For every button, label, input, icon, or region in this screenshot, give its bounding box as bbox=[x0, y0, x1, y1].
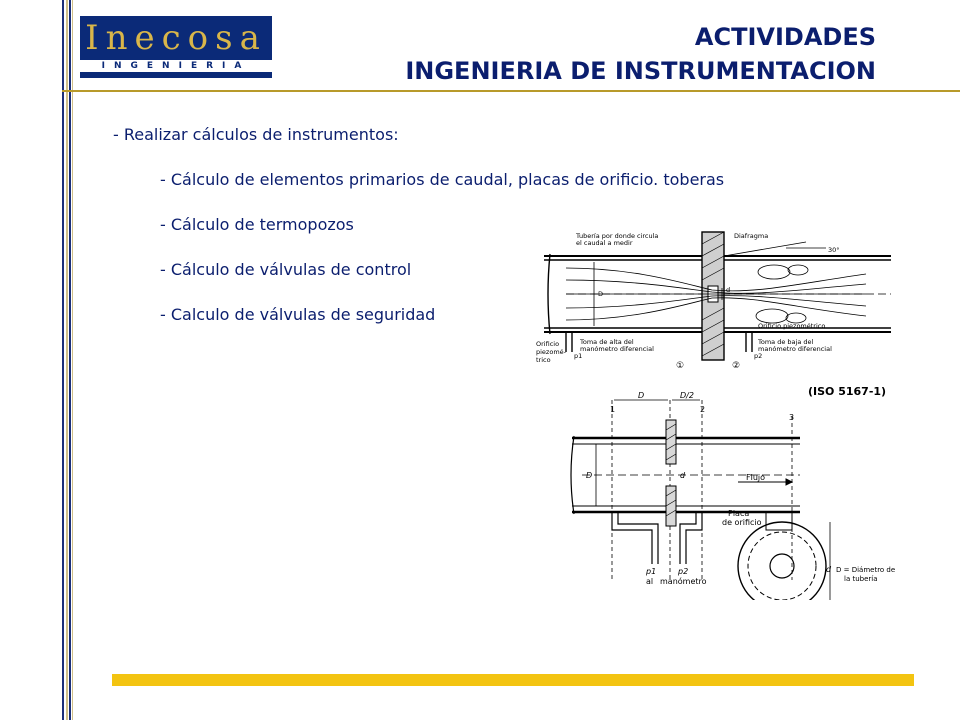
fig1-label-p1: p1 bbox=[574, 352, 582, 360]
sub-item-flow-elements: - Cálculo de elementos primarios de caud… bbox=[160, 170, 725, 189]
fig2-label-placa-2: de orificio bbox=[722, 518, 762, 527]
fig2-label-manometro: manómetro bbox=[660, 576, 707, 586]
fig1-label-left-3: trico bbox=[536, 356, 551, 364]
fig2-label-D2: D/2 bbox=[680, 391, 694, 400]
fig1-label-pipe-2: el caudal a medir bbox=[576, 239, 633, 247]
fig1-label-d: d bbox=[726, 286, 730, 294]
logo-subtitle-band: INGENIERIA bbox=[80, 60, 272, 72]
fig2-label-3: 3 bbox=[789, 413, 794, 422]
fig2-label-diam-1: D = Diámetro de bbox=[836, 566, 895, 574]
fig2-label-placa-1: Placa bbox=[728, 509, 749, 518]
fig2-label-p1: p1 bbox=[645, 567, 656, 576]
fig2-label-D: D bbox=[638, 391, 644, 400]
fig2-label-diam-2: la tubería bbox=[844, 575, 878, 583]
fig1-label-2: ② bbox=[732, 361, 740, 371]
fig2-label-dd: d bbox=[826, 565, 832, 574]
fig2-label-D-pipe: D bbox=[586, 471, 592, 480]
left-stripe-2 bbox=[66, 0, 68, 720]
fig1-label-baja-2: manómetro diferencial bbox=[758, 345, 832, 353]
header-divider bbox=[62, 90, 960, 92]
fig1-label-piezo: Orificio piezométrico bbox=[758, 322, 825, 330]
fig1-label-left-2: piezomé- bbox=[536, 348, 567, 356]
footer-accent-bar bbox=[112, 674, 914, 686]
fig2-label-flujo: Flujo bbox=[746, 473, 765, 482]
logo-name: Inecosa bbox=[85, 18, 267, 58]
fig1-label-1: ① bbox=[676, 361, 684, 371]
logo-subtitle: INGENIERIA bbox=[101, 61, 251, 71]
left-stripe-3 bbox=[69, 0, 71, 720]
inecosa-logo: Inecosa INGENIERIA bbox=[80, 16, 272, 78]
page-title-line2: INGENIERIA DE INSTRUMENTACION bbox=[405, 57, 876, 85]
sub-item-control-valves: - Cálculo de válvulas de control bbox=[160, 260, 412, 279]
fig2-label-2: 2 bbox=[700, 405, 705, 414]
main-item: - Realizar cálculos de instrumentos: bbox=[113, 125, 399, 144]
fig1-label-D: D bbox=[598, 290, 603, 298]
orifice-flow-diagram: Tubería por donde circula el caudal a me… bbox=[536, 231, 891, 371]
fig1-label-pipe-1: Tubería por donde circula bbox=[575, 232, 658, 240]
sub-item-safety-valves: - Calculo de válvulas de seguridad bbox=[160, 305, 436, 324]
fig2-label-al: al bbox=[646, 577, 653, 586]
page-title-line1: ACTIVIDADES bbox=[694, 23, 876, 51]
fig2-label-1: 1 bbox=[610, 405, 615, 414]
fig1-label-p2: p2 bbox=[754, 352, 762, 360]
fig1-label-left-1: Orificio bbox=[536, 340, 559, 348]
fig2-label-d: d bbox=[680, 471, 686, 480]
left-stripe-1 bbox=[62, 0, 64, 720]
fig2-iso-label: (ISO 5167-1) bbox=[808, 385, 886, 398]
fig1-label-alta-1: Toma de alta del bbox=[579, 338, 634, 346]
left-stripe-4 bbox=[72, 0, 73, 720]
fig1-label-alta-2: manómetro diferencial bbox=[580, 345, 654, 353]
fig1-label-diafragma: Diafragma bbox=[734, 232, 768, 240]
fig2-label-p2: p2 bbox=[677, 567, 688, 576]
fig1-label-angle: 30° bbox=[828, 246, 840, 254]
sub-item-thermowells: - Cálculo de termopozos bbox=[160, 215, 354, 234]
fig1-label-baja-1: Toma de baja del bbox=[757, 338, 814, 346]
iso-orifice-diagram: (ISO 5167-1) bbox=[570, 385, 895, 600]
